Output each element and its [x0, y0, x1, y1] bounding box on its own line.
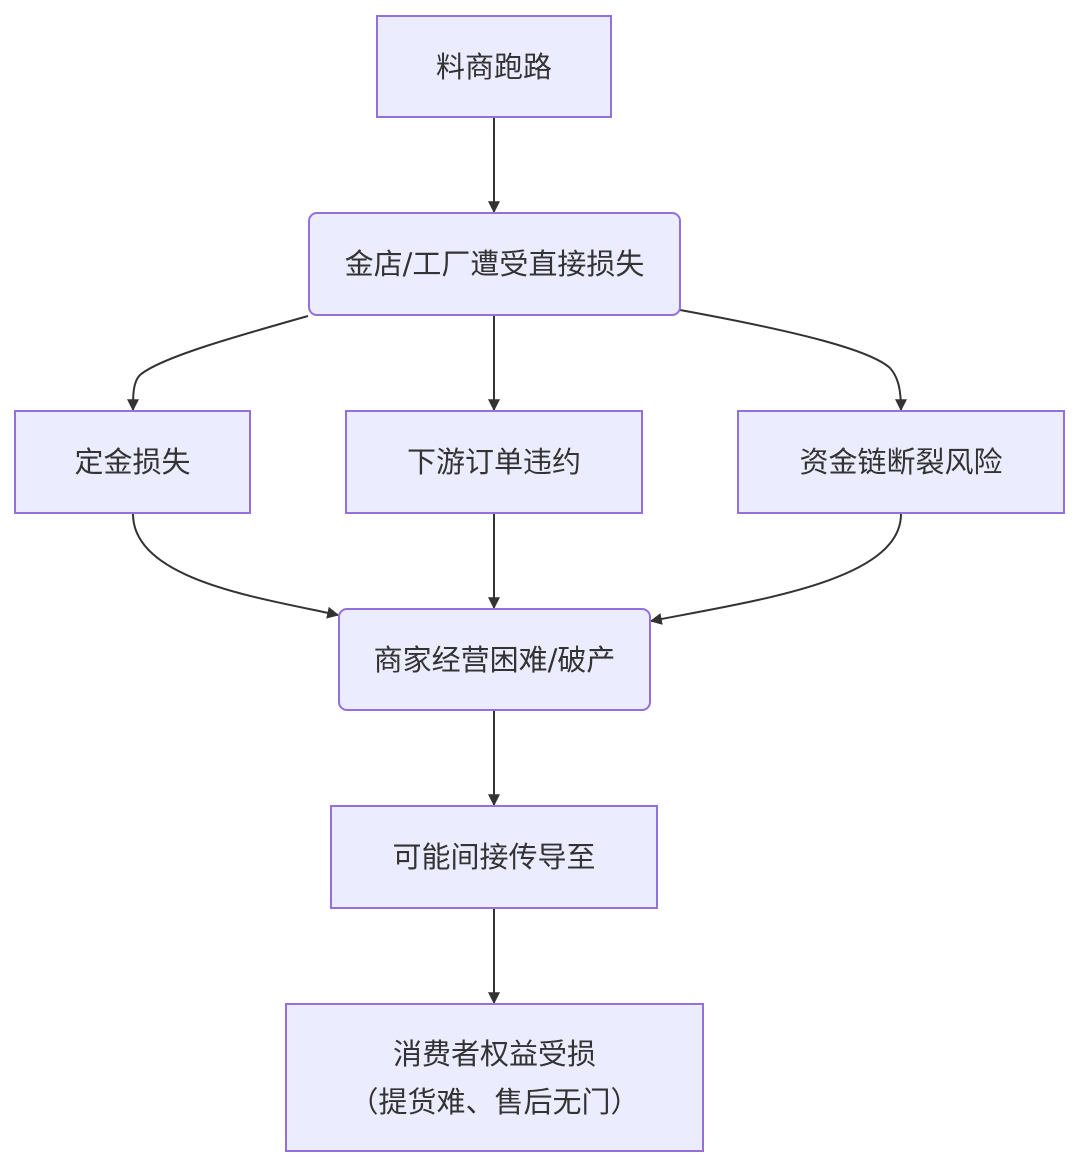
node-label: 金店/工厂遭受直接损失: [344, 247, 645, 281]
node-label-line1: 消费者权益受损: [392, 1036, 596, 1071]
node-consumer-rights-harmed: 消费者权益受损 （提货难、售后无门）: [285, 1003, 704, 1152]
node-deposit-loss: 定金损失: [14, 410, 251, 514]
node-label: 资金链断裂风险: [799, 445, 1003, 479]
edge-2-to-3: [127, 315, 309, 412]
node-business-bankruptcy: 商家经营困难/破产: [338, 608, 651, 711]
node-label: 料商跑路: [435, 49, 552, 84]
node-capital-chain-risk: 资金链断裂风险: [737, 410, 1065, 514]
node-label: 商家经营困难/破产: [373, 642, 616, 677]
node-supplier-absconds: 料商跑路: [376, 15, 612, 118]
node-direct-loss: 金店/工厂遭受直接损失: [308, 212, 681, 316]
edge-3-to-6: [132, 513, 340, 619]
node-downstream-default: 下游订单违约: [345, 410, 643, 514]
node-label: 定金损失: [74, 445, 191, 479]
node-label: 可能间接传导至: [392, 840, 596, 874]
node-label: 下游订单违约: [406, 445, 581, 479]
edge-2-to-5: [679, 309, 907, 412]
edge-5-to-6: [649, 513, 902, 625]
node-indirect-transmission: 可能间接传导至: [330, 805, 658, 909]
node-label-line2: （提货难、售后无门）: [349, 1084, 640, 1119]
